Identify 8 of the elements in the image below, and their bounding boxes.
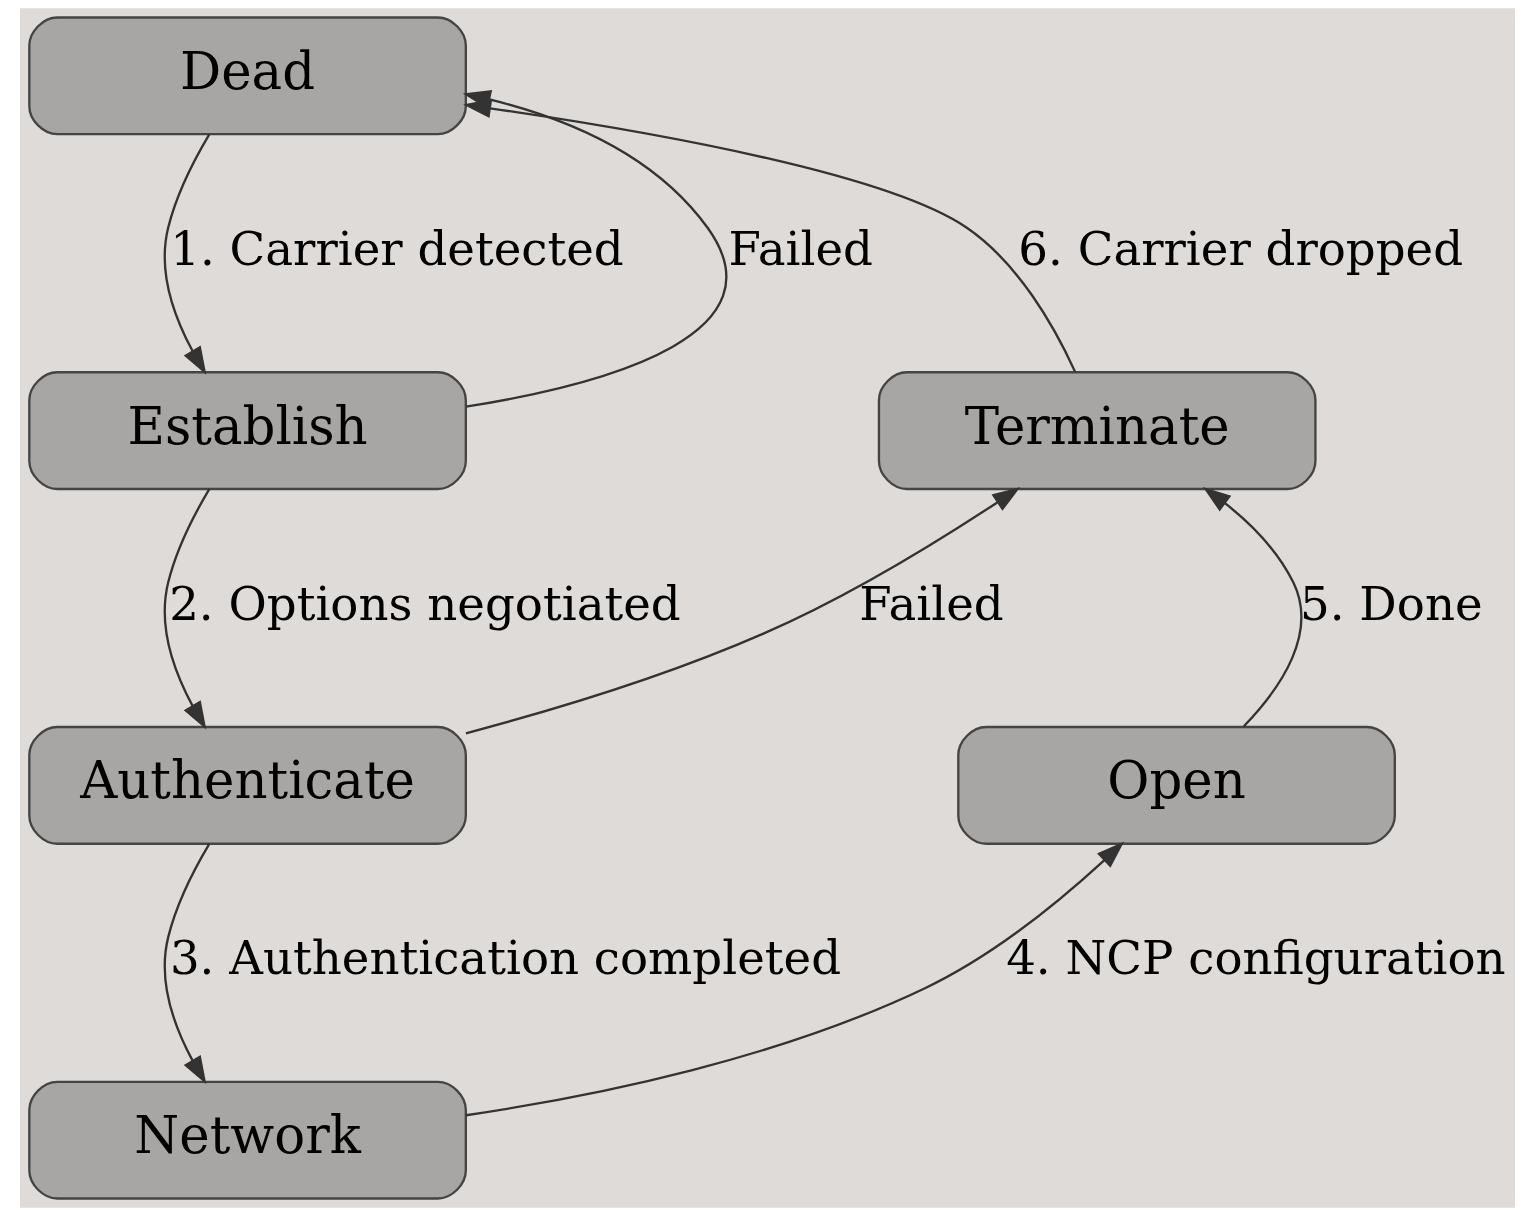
edge-label: 1. Carrier detected <box>169 221 624 276</box>
edge-label: Failed <box>858 576 1004 631</box>
edge-label: 3. Authentication completed <box>169 931 841 986</box>
edge-label: Failed <box>728 221 873 276</box>
edge-label: 4. NCP configuration <box>1005 931 1506 986</box>
edge-label: 5. Done <box>1299 576 1483 631</box>
edge-label: 2. Options negotiated <box>168 576 681 631</box>
edge-label: 6. Carrier dropped <box>1017 221 1463 276</box>
